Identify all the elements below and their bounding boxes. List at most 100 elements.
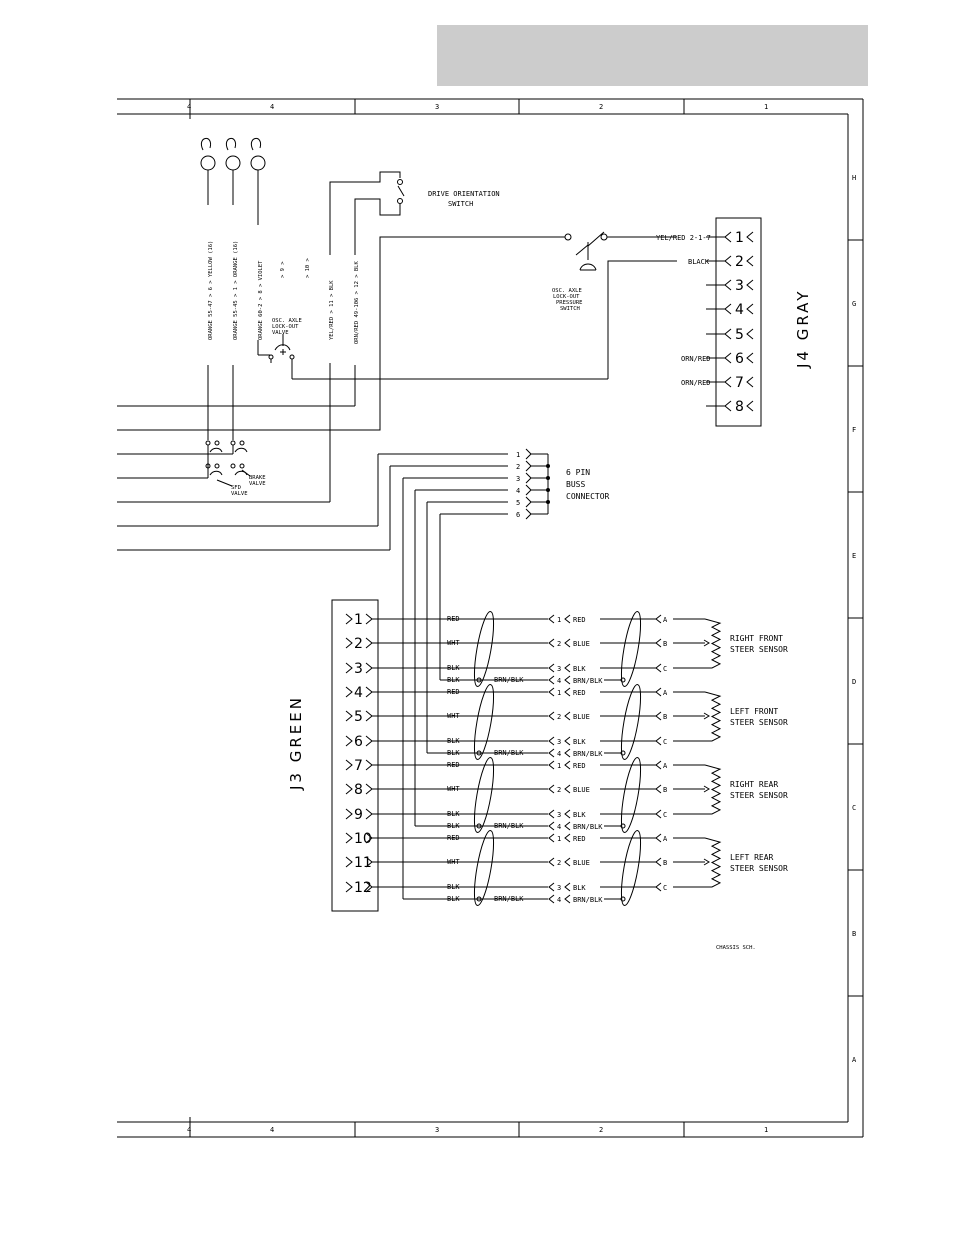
sensor-wire-label: RED xyxy=(447,615,460,623)
sensor-conn-arrow xyxy=(548,663,555,673)
sensor-conn-arrow xyxy=(564,809,571,819)
sensor-name: STEER SENSOR xyxy=(730,791,788,800)
j3-pin-arrow xyxy=(345,710,353,722)
sensor-conn-arrow xyxy=(564,736,571,746)
sensor-conn-num: 3 xyxy=(557,811,561,819)
sensor-wire-label: WHT xyxy=(447,712,460,720)
column-label: 1 xyxy=(764,103,768,111)
sensor-pin-arrow xyxy=(655,687,662,697)
sensor-wire-label: RED xyxy=(447,834,460,842)
buss-label: BUSS xyxy=(566,480,585,489)
row-label: H xyxy=(852,174,856,182)
column-label: 2 xyxy=(599,1126,603,1134)
sensor-wire-label: BLK xyxy=(447,895,460,903)
sensor-conn-num: 3 xyxy=(557,884,561,892)
row-label: A xyxy=(852,1056,857,1064)
j4-pin: 3 xyxy=(735,278,744,294)
sensor-conn-num: 1 xyxy=(557,762,561,770)
column-label: 4 xyxy=(187,1126,191,1134)
sensor-wire-label: BRN/BLK xyxy=(573,750,603,758)
svg-text:VALVE: VALVE xyxy=(231,491,248,497)
cable-shield xyxy=(473,830,495,906)
sensor-wiper xyxy=(703,712,710,720)
valve-labels: SFD VALVE BRAKE VALVE xyxy=(231,475,266,497)
sensor-wire-label: BLK xyxy=(447,749,460,757)
j4-pin: 7 xyxy=(735,375,744,391)
column-label: 4 xyxy=(270,1126,274,1134)
sensor-pin-arrow xyxy=(655,638,662,648)
sensor-name: RIGHT FRONT xyxy=(730,634,783,643)
shield-label: BRN/BLK xyxy=(494,676,524,684)
sensor-conn-num: 3 xyxy=(557,738,561,746)
sensor-wire-label: BLK xyxy=(447,822,460,830)
sensor-pin-letter: A xyxy=(663,762,668,770)
sensor-wire-label: BRN/BLK xyxy=(573,823,603,831)
sensor-conn-arrow xyxy=(548,857,555,867)
sensor-conn-num: 2 xyxy=(557,713,561,721)
sensor-name: STEER SENSOR xyxy=(730,864,788,873)
j3-pin-arrow xyxy=(345,856,353,868)
j3-pin: 9 xyxy=(354,807,363,823)
sensor-conn-arrow xyxy=(548,821,555,831)
cable-shield xyxy=(620,684,642,760)
svg-text:SWITCH: SWITCH xyxy=(560,306,580,312)
svg-text:DRIVE ORIENTATION: DRIVE ORIENTATION xyxy=(428,190,500,198)
j4-pin: 6 xyxy=(735,351,744,367)
sensor-conn-num: 4 xyxy=(557,677,561,685)
sensor-conn-arrow xyxy=(548,687,555,697)
sensor-conn-num: 4 xyxy=(557,823,561,831)
sensor-conn-arrow xyxy=(564,687,571,697)
sensor-conn-arrow xyxy=(548,748,555,758)
j4-pin: 1 xyxy=(735,230,744,246)
sensor-name: LEFT FRONT xyxy=(730,707,778,716)
j4-pin: 8 xyxy=(735,399,744,415)
row-label: C xyxy=(852,804,856,812)
svg-text:OSC. AXLE: OSC. AXLE xyxy=(552,288,582,294)
column-label: 3 xyxy=(435,1126,439,1134)
buss-pin: 5 xyxy=(516,499,520,507)
sensor-wire-label: BLK xyxy=(447,883,460,891)
svg-text:LOCK-OUT: LOCK-OUT xyxy=(553,294,580,300)
sensor-pin-arrow xyxy=(655,784,662,794)
buss-pin: 6 xyxy=(516,511,520,519)
buss-pin: 4 xyxy=(516,487,520,495)
sensor-wire-label: BRN/BLK xyxy=(573,677,603,685)
buss-label: 6 PIN xyxy=(566,468,590,477)
sensor-conn-num: 4 xyxy=(557,896,561,904)
wire-label: > 9 > xyxy=(280,261,286,278)
sensor-conn-arrow xyxy=(548,894,555,904)
sensor-wire-label: BLK xyxy=(573,738,586,746)
coils xyxy=(200,138,266,225)
j4-pins: 1 2 3 4 5 6 7 8 xyxy=(735,230,744,415)
sensor-name: LEFT REAR xyxy=(730,853,774,862)
j3-pin: 2 xyxy=(354,636,363,652)
sensor-wire-label: BLUE xyxy=(573,640,590,648)
j3-pin-arrow xyxy=(365,808,373,820)
osc-axle-valve-label: OSC. AXLE LOCK-OUT VALVE xyxy=(272,318,302,336)
j3-pin-arrow xyxy=(345,637,353,649)
column-label: 4 xyxy=(187,103,191,111)
sensor-conn-arrow xyxy=(564,894,571,904)
sensor-conn-arrow xyxy=(548,833,555,843)
j3-pin-arrow xyxy=(365,686,373,698)
svg-text:ORN/RED: ORN/RED xyxy=(681,355,711,363)
sensor-wire-label: WHT xyxy=(447,639,460,647)
sensor-pin-arrow xyxy=(655,760,662,770)
sensor-pin-arrow xyxy=(655,882,662,892)
sensor-pin-letter: B xyxy=(663,859,667,867)
row-label: B xyxy=(852,930,856,938)
sensor-conn-arrow xyxy=(564,882,571,892)
j3-pin-arrow xyxy=(365,783,373,795)
j4-wire-labels: YEL/RED 2-1-7 BLACK ORN/RED ORN/RED xyxy=(656,234,711,387)
sensor-conn-num: 2 xyxy=(557,859,561,867)
column-label: 2 xyxy=(599,103,603,111)
shield-drain xyxy=(620,677,626,683)
j4-pin: 5 xyxy=(735,327,744,343)
buss-pin: 3 xyxy=(516,475,520,483)
j3-pin-marks xyxy=(345,613,440,893)
j3-pin-arrow xyxy=(365,710,373,722)
buss-pin: 1 xyxy=(516,451,520,459)
j3-pin-arrow xyxy=(345,808,353,820)
